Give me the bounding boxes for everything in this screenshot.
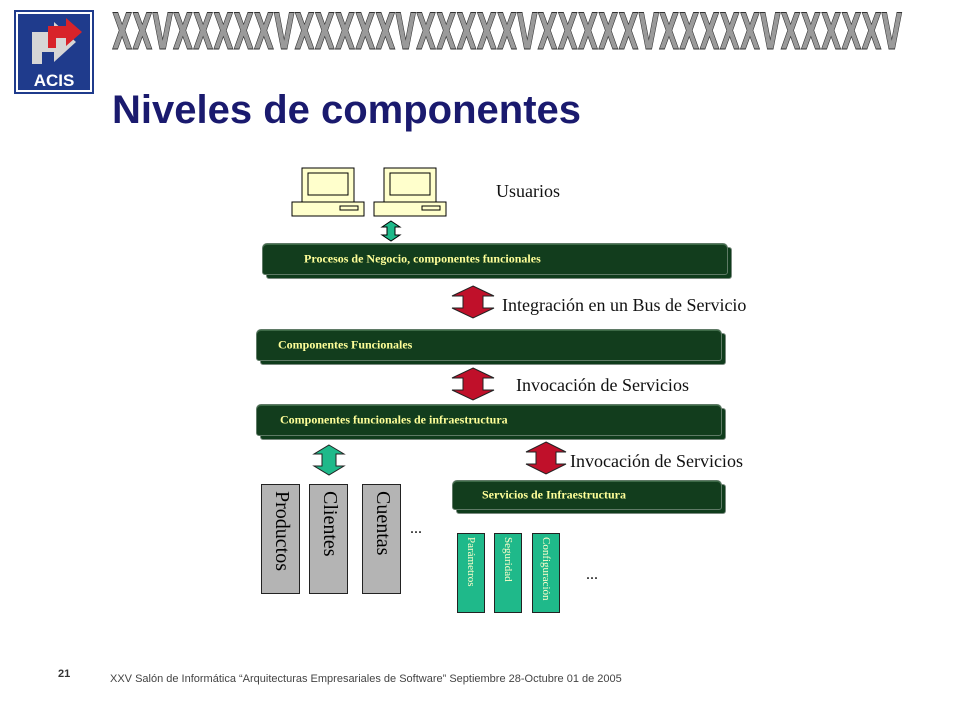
banner-text: XXVXXXXXVXXXXXVXXXXXVXXXXXVXXXXXVXXXXXV xyxy=(112,3,902,58)
page-number: 21 xyxy=(58,668,71,680)
service-label-seguridad: Seguridad xyxy=(502,537,514,582)
event-banner: XXVXXXXXVXXXXXVXXXXXVXXXXXVXXXXXVXXXXXV xyxy=(112,2,904,59)
service-invocation-arrow-1 xyxy=(451,367,495,401)
footer-text: XXV Salón de Informática “Arquitecturas … xyxy=(110,673,622,685)
service-invocation-label-1: Invocación de Servicios xyxy=(516,375,689,395)
bus-integration-label: Integración en un Bus de Servicio xyxy=(502,295,747,315)
service-box-seguridad: Seguridad xyxy=(494,533,522,613)
entity-box-productos: Productos xyxy=(261,484,300,594)
acis-logo: ACIS xyxy=(14,10,94,94)
computer-icon xyxy=(373,167,447,217)
entity-label-cuentas: Cuentas xyxy=(371,491,394,556)
page-title: Niveles de componentes xyxy=(112,88,582,132)
entity-label-productos: Productos xyxy=(270,491,293,571)
bus-integration-arrow xyxy=(451,285,495,319)
services-more: ... xyxy=(586,566,598,583)
users-computers xyxy=(291,167,447,217)
layer-infrastructure-services: Servicios de Infraestructura xyxy=(452,480,726,514)
layer-business-processes: Procesos de Negocio, componentes funcion… xyxy=(262,243,732,279)
users-connector-arrow xyxy=(380,220,402,242)
layer-functional-components: Componentes Funcionales xyxy=(256,329,726,365)
layer-infrastructure-components-label: Componentes funcionales de infraestructu… xyxy=(280,412,508,427)
service-box-configuracion: Configuración xyxy=(532,533,560,613)
layer-infrastructure-components: Componentes funcionales de infraestructu… xyxy=(256,404,726,440)
layer-infrastructure-services-label: Servicios de Infraestructura xyxy=(482,487,626,502)
acis-logo-graphic: ACIS xyxy=(14,10,94,94)
entities-connector-arrow xyxy=(312,444,346,476)
entity-box-cuentas: Cuentas xyxy=(362,484,401,594)
logo-text: ACIS xyxy=(34,71,75,90)
service-label-parametros: Parámetros xyxy=(465,537,477,587)
service-box-parametros: Parámetros xyxy=(457,533,485,613)
entity-label-clientes: Clientes xyxy=(318,491,341,557)
service-invocation-arrow-2 xyxy=(525,441,567,475)
entity-box-clientes: Clientes xyxy=(309,484,348,594)
service-invocation-label-2: Invocación de Servicios xyxy=(570,451,743,471)
layer-functional-components-label: Componentes Funcionales xyxy=(278,337,413,352)
computer-icon xyxy=(291,167,365,217)
entities-more: ... xyxy=(410,520,422,537)
banner-graphic: XXVXXXXXVXXXXXVXXXXXVXXXXXVXXXXXVXXXXXV xyxy=(112,3,903,59)
layer-business-processes-label: Procesos de Negocio, componentes funcion… xyxy=(304,251,541,266)
service-label-configuracion: Configuración xyxy=(540,537,552,601)
users-label: Usuarios xyxy=(496,181,560,201)
